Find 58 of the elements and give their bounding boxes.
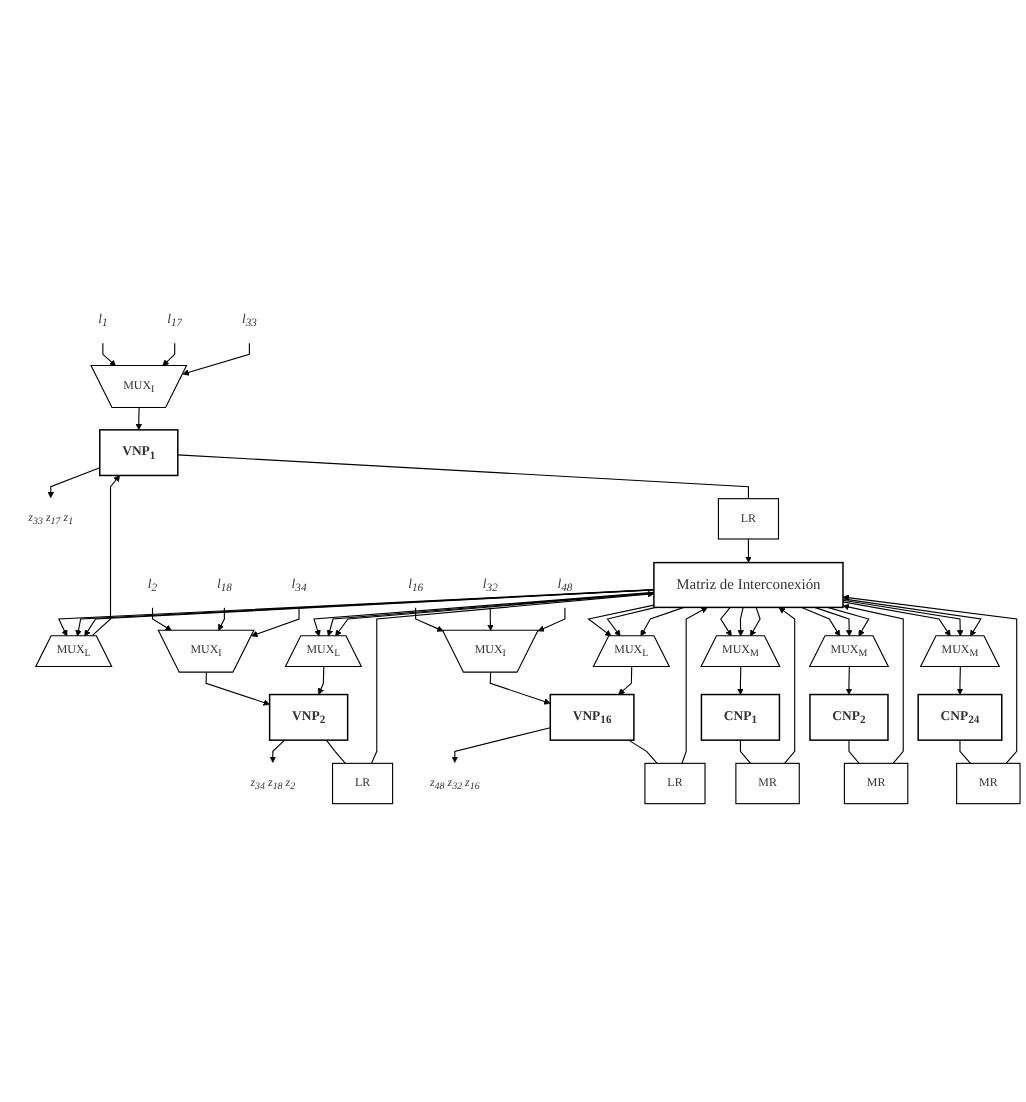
node-box bbox=[809, 693, 889, 741]
arrow bbox=[370, 590, 655, 764]
node-box bbox=[843, 762, 909, 805]
connector bbox=[325, 739, 346, 764]
node-box bbox=[99, 429, 179, 477]
arrow bbox=[956, 666, 964, 695]
arrow bbox=[47, 467, 101, 499]
arrow bbox=[842, 603, 904, 764]
arrow bbox=[640, 606, 685, 637]
arrow bbox=[317, 666, 325, 695]
arrow bbox=[737, 606, 744, 637]
arrow bbox=[842, 598, 982, 637]
arrow bbox=[151, 607, 172, 631]
arrow bbox=[801, 606, 841, 637]
arrow bbox=[251, 607, 300, 638]
node-box bbox=[717, 498, 780, 540]
connector bbox=[628, 739, 658, 764]
arrow bbox=[218, 607, 225, 631]
arrow bbox=[162, 342, 176, 367]
connector bbox=[848, 739, 860, 764]
connector bbox=[739, 739, 752, 764]
arrow bbox=[618, 666, 633, 695]
node-box bbox=[956, 762, 1021, 805]
node-box bbox=[653, 561, 844, 609]
node-box bbox=[917, 693, 1003, 741]
arrow bbox=[91, 475, 121, 637]
connector bbox=[177, 454, 749, 500]
arrow bbox=[606, 606, 657, 637]
arrow bbox=[681, 607, 708, 764]
arrow bbox=[451, 727, 551, 763]
arrow bbox=[845, 666, 853, 695]
arrow bbox=[778, 607, 796, 764]
arrow bbox=[587, 604, 655, 637]
arrow bbox=[135, 407, 143, 431]
node-box bbox=[549, 693, 635, 741]
arrow bbox=[487, 607, 494, 631]
arrow bbox=[537, 607, 566, 632]
arrow bbox=[415, 607, 444, 632]
arrow bbox=[745, 538, 752, 563]
node-box bbox=[735, 762, 800, 805]
node-box bbox=[332, 762, 394, 805]
node-box bbox=[700, 693, 781, 741]
arrow bbox=[749, 606, 761, 637]
connector bbox=[959, 739, 972, 764]
arrow bbox=[205, 671, 270, 706]
arrow bbox=[102, 342, 117, 367]
arrow bbox=[814, 606, 853, 637]
arrow bbox=[269, 739, 286, 763]
node-box bbox=[644, 762, 706, 805]
arrow bbox=[182, 342, 250, 376]
arrow bbox=[842, 594, 1018, 764]
arrow bbox=[827, 606, 870, 637]
arrow bbox=[489, 671, 551, 705]
arrow bbox=[842, 601, 951, 637]
arrow bbox=[720, 606, 732, 637]
node-box bbox=[268, 693, 349, 741]
arrow bbox=[842, 599, 964, 637]
arrow bbox=[737, 666, 744, 695]
